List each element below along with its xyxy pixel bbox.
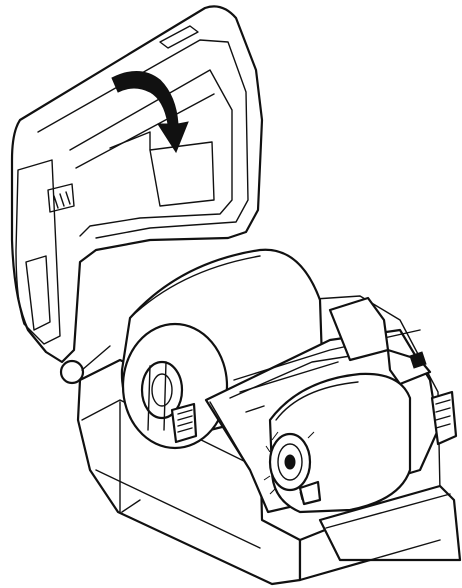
ribbon-mechanism (204, 296, 462, 562)
printer-cover (10, 5, 264, 385)
label-guide-left (170, 402, 198, 444)
curved-arrow-icon (111, 71, 189, 154)
printer-base-edge (121, 499, 441, 581)
